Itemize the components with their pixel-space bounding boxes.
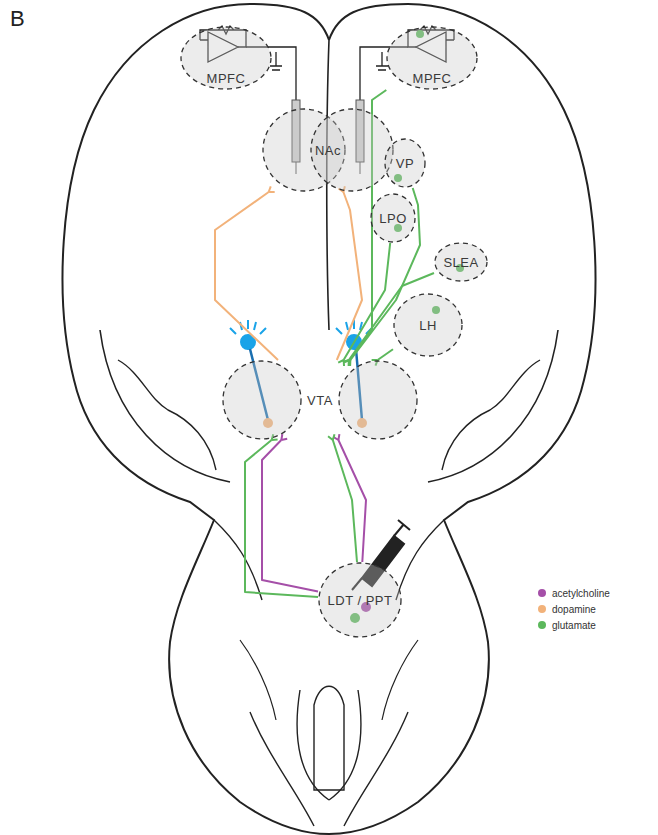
synaptic-terminal bbox=[328, 434, 334, 440]
region-label: LDT / PPT bbox=[326, 593, 395, 608]
legend-row: glutamate bbox=[538, 617, 610, 633]
projection-line bbox=[344, 243, 391, 360]
synaptic-terminal bbox=[269, 186, 275, 192]
brain-outline bbox=[63, 4, 596, 834]
synaptic-terminal bbox=[281, 434, 287, 440]
projection-line bbox=[245, 440, 318, 597]
brain-region: MPFC bbox=[386, 26, 478, 90]
synaptic-terminal bbox=[338, 360, 344, 366]
legend-swatch bbox=[538, 589, 546, 597]
panel-letter: B bbox=[10, 6, 25, 32]
projection-line bbox=[378, 349, 393, 360]
legend-swatch bbox=[538, 605, 546, 613]
region-label: SLEA bbox=[441, 255, 480, 270]
legend-text: glutamate bbox=[552, 620, 596, 631]
legend: acetylcholine dopamine glutamate bbox=[538, 585, 610, 633]
projection-line bbox=[262, 440, 318, 591]
region-label: VP bbox=[394, 156, 416, 171]
legend-text: dopamine bbox=[552, 604, 596, 615]
region-label: LH bbox=[417, 318, 439, 333]
legend-swatch bbox=[538, 621, 546, 629]
brain-region: LPO bbox=[370, 193, 416, 243]
region-label: VTA bbox=[305, 393, 335, 408]
region-label: MPFC bbox=[205, 71, 248, 86]
legend-row: dopamine bbox=[538, 601, 610, 617]
brain-region: MPFC bbox=[180, 26, 272, 90]
legend-text: acetylcholine bbox=[552, 588, 610, 599]
brain-region: NAc bbox=[262, 108, 394, 192]
brain-region: VP bbox=[384, 138, 426, 188]
projection-line bbox=[333, 440, 357, 562]
brain-region: LDT / PPT bbox=[318, 562, 402, 638]
brain-region: SLEA bbox=[434, 242, 488, 282]
legend-row: acetylcholine bbox=[538, 585, 610, 601]
region-label: NAc bbox=[313, 143, 343, 158]
synaptic-terminal bbox=[343, 360, 349, 366]
region-label: MPFC bbox=[411, 71, 454, 86]
brain-region: LH bbox=[393, 293, 463, 357]
brain-region: VTA bbox=[222, 360, 418, 440]
projection-line bbox=[215, 192, 278, 360]
region-label: LPO bbox=[377, 211, 409, 226]
neuron-somata bbox=[263, 30, 464, 623]
